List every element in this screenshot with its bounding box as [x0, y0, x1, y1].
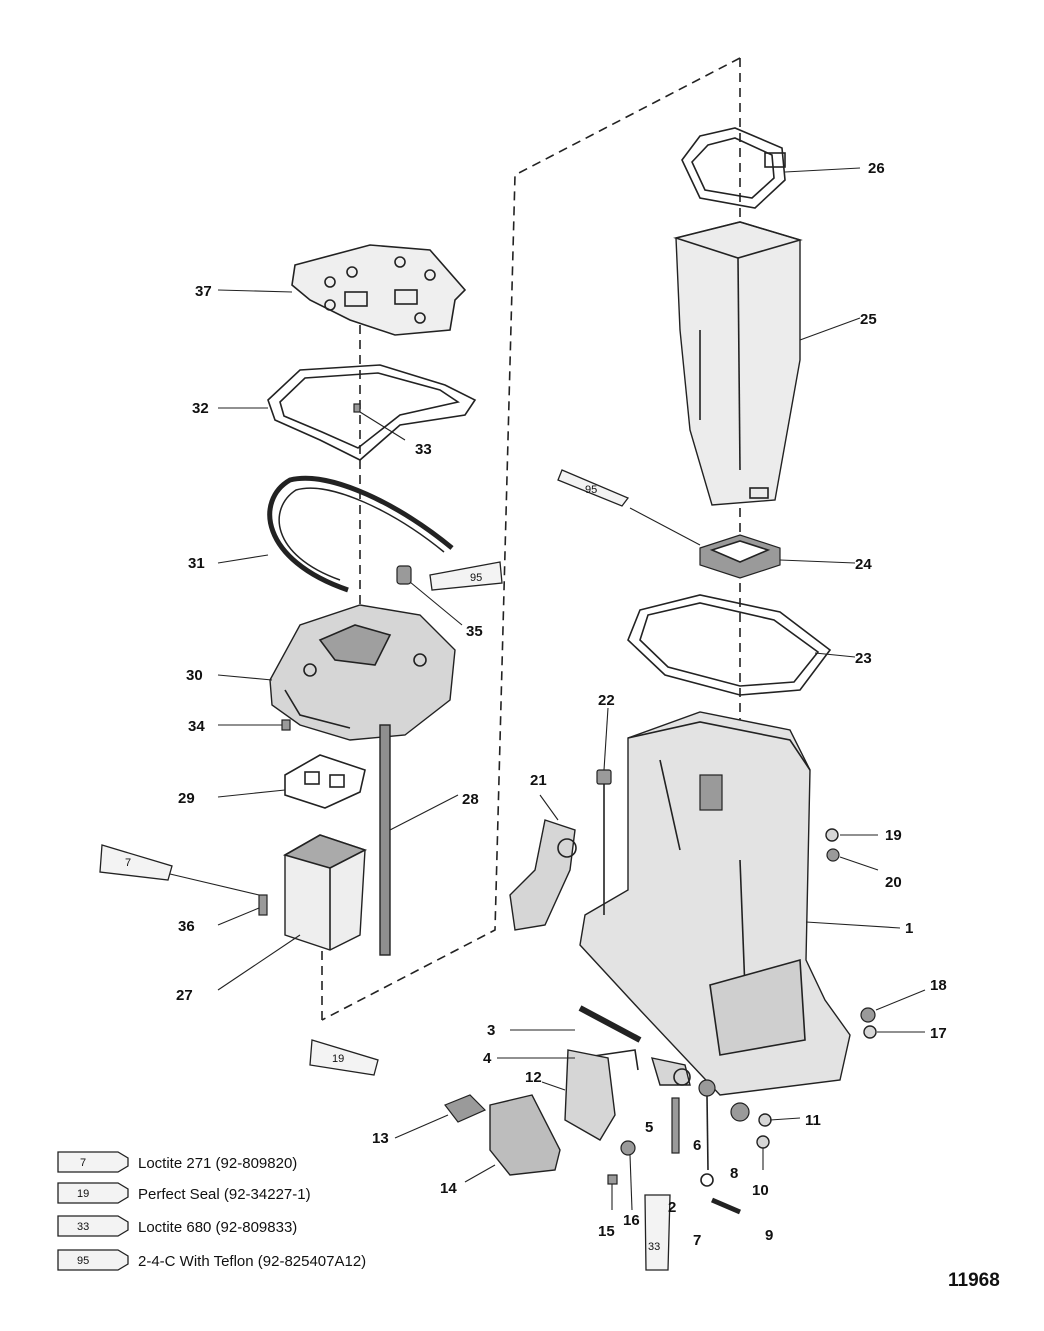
callout-19: 19 — [885, 827, 902, 844]
tube-19-label: 19 — [332, 1053, 344, 1065]
part-32-gasket — [267, 364, 477, 461]
part-22-plug — [596, 769, 612, 915]
callout-33: 33 — [415, 441, 432, 458]
figure-number: 11968 — [948, 1270, 1000, 1291]
callout-4: 4 — [483, 1050, 492, 1067]
callout-36: 36 — [178, 918, 195, 935]
callout-21: 21 — [530, 772, 547, 789]
callout-15: 15 — [598, 1223, 615, 1240]
leader-lines — [169, 167, 926, 1211]
callout-11: 11 — [805, 1112, 821, 1129]
tube-95-middle: 95 — [429, 561, 503, 591]
legend-text-2: Perfect Seal (92-34227-1) — [138, 1186, 311, 1203]
legend-text-4: 2-4-C With Teflon (92-825407A12) — [138, 1253, 366, 1270]
tube-33: 33 — [644, 1194, 671, 1271]
callout-37: 37 — [195, 283, 212, 300]
callout-10: 10 — [752, 1182, 769, 1199]
callout-6: 6 — [693, 1137, 701, 1154]
tube-19: 19 — [309, 1039, 379, 1076]
callout-34: 34 — [188, 718, 205, 735]
callout-7: 7 — [693, 1232, 701, 1249]
legend-text-1: Loctite 271 (92-809820) — [138, 1155, 297, 1172]
callout-28: 28 — [462, 791, 479, 808]
callout-12: 12 — [525, 1069, 542, 1086]
callout-25: 25 — [860, 311, 877, 328]
callout-2: 2 — [668, 1199, 676, 1216]
part-24-seal — [699, 534, 781, 579]
tube-95-label-2: 95 — [470, 572, 482, 584]
callout-8: 8 — [730, 1165, 738, 1182]
part-28-water-tube — [379, 724, 391, 956]
legend-tube-7: 7 — [80, 1157, 86, 1169]
callout-5: 5 — [645, 1119, 653, 1136]
part-37-gasket — [291, 244, 467, 336]
callout-24: 24 — [855, 556, 872, 573]
tube-33-label: 33 — [648, 1241, 660, 1253]
callout-18: 18 — [930, 977, 947, 994]
part-29-gasket — [284, 754, 366, 809]
callout-17: 17 — [930, 1025, 947, 1042]
part-23-gasket — [627, 594, 832, 696]
part-26-gasket — [681, 127, 786, 209]
legend-tube-19: 19 — [77, 1188, 89, 1200]
legend-text-3: Loctite 680 (92-809833) — [138, 1219, 297, 1236]
legend-tube-95: 95 — [77, 1255, 89, 1267]
callout-27: 27 — [176, 987, 193, 1004]
callout-3: 3 — [487, 1022, 495, 1039]
callout-1: 1 — [905, 920, 913, 937]
legend-tube-33: 33 — [77, 1221, 89, 1233]
part-21-bracket — [509, 819, 577, 931]
callout-14: 14 — [440, 1180, 457, 1197]
callout-16: 16 — [623, 1212, 640, 1229]
part-27-exhaust-tube — [282, 834, 368, 951]
lower-hardware — [444, 1005, 772, 1215]
tube-7-label: 7 — [125, 857, 131, 869]
part-36-bolt — [258, 894, 268, 916]
parts-19-20-washers — [825, 828, 840, 862]
callout-23: 23 — [855, 650, 872, 667]
callout-29: 29 — [178, 790, 195, 807]
callout-35: 35 — [466, 623, 483, 640]
parts-17-18-washers — [860, 1007, 877, 1039]
part-34-pin — [281, 719, 291, 731]
part-30-adapter-plate — [269, 604, 456, 741]
callout-26: 26 — [868, 160, 885, 177]
callout-31: 31 — [188, 555, 205, 572]
callout-20: 20 — [885, 874, 902, 891]
legend-row-4: 95 2-4-C With Teflon (92-825407A12) — [57, 1249, 366, 1271]
legend-row-1: 7 Loctite 271 (92-809820) — [57, 1151, 297, 1173]
tube-95-label: 95 — [585, 484, 597, 496]
tube-7: 7 — [99, 844, 173, 881]
callout-32: 32 — [192, 400, 209, 417]
tube-95-upper: 95 — [557, 469, 630, 507]
callout-13: 13 — [372, 1130, 389, 1147]
legend-row-2: 19 Perfect Seal (92-34227-1) — [57, 1182, 311, 1204]
callout-labels: 1 2 3 4 5 6 7 8 9 10 11 12 13 14 15 16 1… — [176, 160, 947, 1249]
part-33-pin — [353, 403, 361, 413]
callout-9: 9 — [765, 1227, 773, 1244]
callout-22: 22 — [598, 692, 615, 709]
callout-30: 30 — [186, 667, 203, 684]
part-25-exhaust-tube — [673, 221, 803, 506]
sealant-legend: 7 Loctite 271 (92-809820) 19 Perfect Sea… — [57, 1151, 366, 1271]
legend-row-3: 33 Loctite 680 (92-809833) — [57, 1215, 297, 1237]
part-35-cap — [396, 565, 412, 585]
part-31-seal — [267, 475, 454, 593]
part-1-driveshaft-housing — [579, 711, 851, 1096]
